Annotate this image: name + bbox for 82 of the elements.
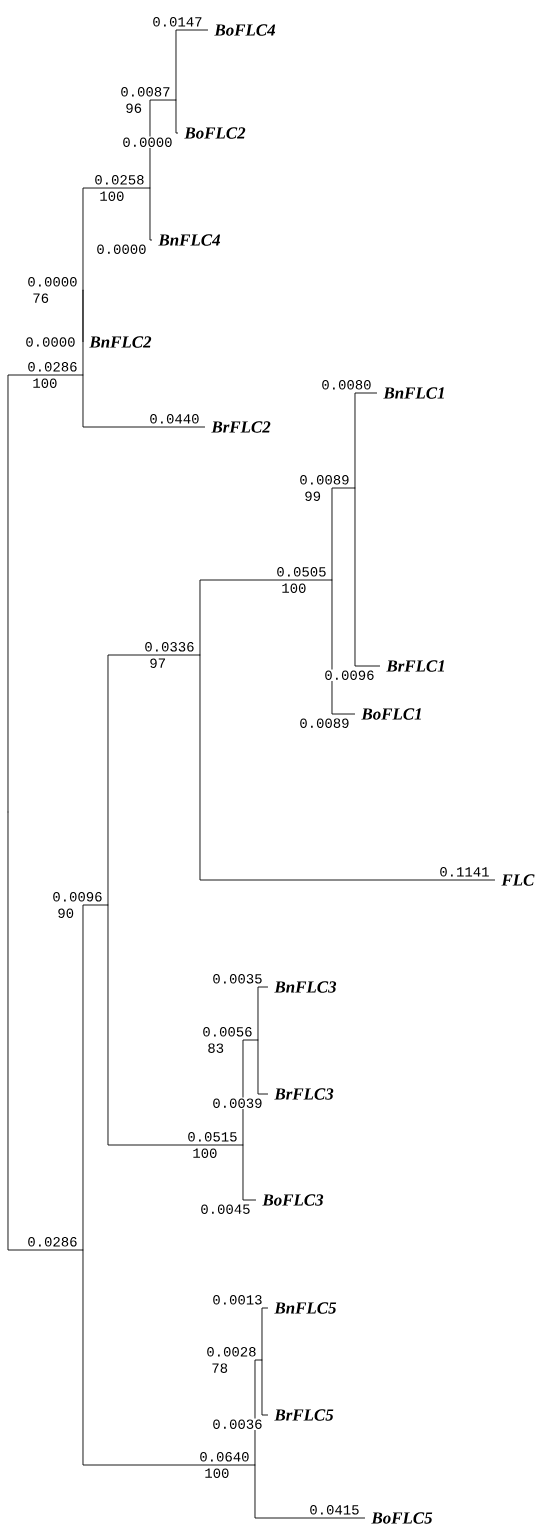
branch-length: 0.0000 (95, 243, 148, 255)
bootstrap-value: 99 (303, 490, 323, 502)
taxon-label: BrFLC5 (274, 1409, 334, 1421)
branch (242, 1039, 259, 1146)
branch-length: 0.0415 (308, 1504, 361, 1516)
taxon-label: FLC (501, 874, 535, 886)
branch (107, 654, 201, 906)
bootstrap-value: 100 (280, 582, 308, 594)
branch-length: 0.0000 (26, 276, 79, 288)
taxon-label: BnFLC1 (383, 387, 444, 399)
branch (7, 811, 84, 1251)
taxon-label: BrFLC2 (211, 421, 271, 433)
bootstrap-value: 90 (56, 907, 76, 919)
branch-length: 0.0000 (121, 136, 174, 148)
branch-length: 0.0013 (211, 1294, 264, 1306)
branch (242, 1144, 257, 1201)
branch (82, 187, 151, 291)
branch (82, 374, 206, 428)
branch-length: 0.0286 (26, 361, 79, 373)
branch (254, 1359, 263, 1466)
taxon-label: BoFLC3 (262, 1194, 324, 1206)
branch (82, 289, 84, 343)
bootstrap-value: 76 (31, 292, 51, 304)
branch-length: 0.0035 (211, 973, 264, 985)
bootstrap-value: 78 (210, 1362, 230, 1374)
bootstrap-value: 100 (191, 1147, 219, 1159)
taxon-label: BrFLC3 (274, 1088, 334, 1100)
branch (82, 1249, 256, 1466)
branch-length: 0.0505 (275, 566, 328, 578)
taxon-label: BnFLC4 (158, 234, 221, 246)
branch-length: 0.0080 (320, 379, 373, 391)
branch-length: 0.0096 (51, 891, 104, 903)
bootstrap-value: 96 (124, 102, 144, 114)
taxon-label: BrFLC1 (386, 660, 444, 672)
branch-length: 0.0039 (211, 1097, 264, 1109)
branch-length: 0.0045 (199, 1203, 252, 1215)
taxon-label: BoFLC2 (184, 127, 246, 139)
branch (261, 1307, 269, 1361)
bootstrap-value: 97 (148, 657, 168, 669)
branch (257, 986, 269, 1041)
taxon-label: BoFLC4 (214, 24, 276, 36)
branch-length: 0.0258 (93, 174, 146, 186)
branch (175, 29, 209, 101)
branch (199, 579, 333, 656)
bootstrap-value: 100 (98, 190, 126, 202)
branch (107, 904, 244, 1146)
branch-length: 0.0056 (201, 1026, 254, 1038)
taxon-label: BnFLC3 (274, 981, 337, 993)
branch-length: 0.0036 (211, 1418, 264, 1430)
branch-length: 0.0000 (24, 336, 77, 348)
taxon-label: BnFLC2 (89, 336, 152, 348)
branch-length: 0.0440 (148, 413, 201, 425)
branch-length: 0.0096 (323, 669, 376, 681)
branch-length: 0.0515 (186, 1131, 239, 1143)
branch (149, 99, 177, 189)
bootstrap-value: 100 (31, 377, 59, 389)
branch-length: 0.0087 (119, 86, 172, 98)
branch-length: 0.0640 (198, 1451, 251, 1463)
branch (7, 374, 84, 813)
branch-length: 0.0336 (143, 641, 196, 653)
branch-length: 0.0147 (151, 16, 204, 28)
branch (149, 187, 153, 241)
branch-length: 0.0089 (298, 717, 351, 729)
branch (254, 1464, 366, 1519)
branch (331, 487, 356, 581)
branch (354, 392, 378, 489)
branch (175, 99, 179, 134)
branch (331, 579, 356, 715)
branch-length: 0.0286 (26, 1236, 79, 1248)
taxon-label: BoFLC5 (371, 1512, 433, 1524)
branch-length: 0.0028 (205, 1346, 258, 1358)
branch (82, 904, 109, 1251)
bootstrap-value: 83 (206, 1042, 226, 1054)
branch-length: 0.0089 (298, 474, 351, 486)
branch (354, 487, 381, 667)
branch-length: 0.1141 (438, 866, 491, 878)
branch (199, 654, 496, 881)
bootstrap-value: 100 (203, 1467, 231, 1479)
branch (257, 1039, 269, 1095)
taxon-label: BnFLC5 (274, 1302, 337, 1314)
branch (261, 1359, 269, 1416)
taxon-label: BoFLC1 (361, 708, 421, 720)
